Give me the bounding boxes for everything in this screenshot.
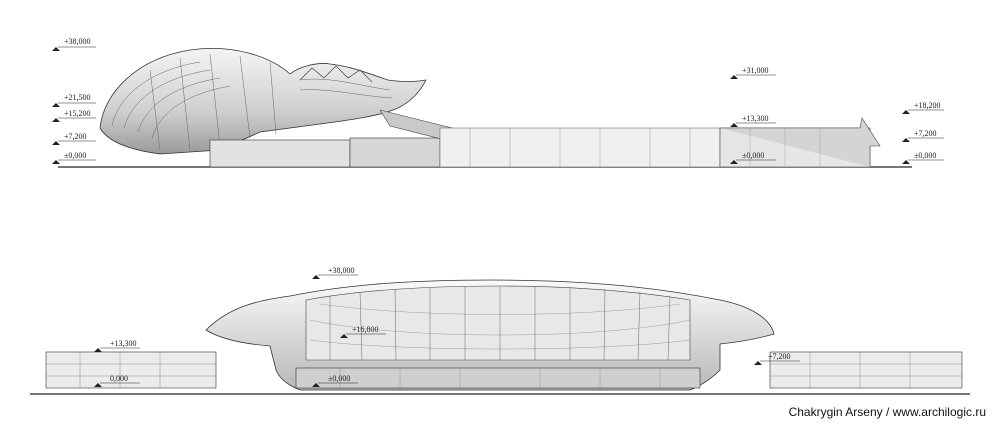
level-label: +13,300 [110,339,137,348]
level-label: +13,300 [742,114,769,123]
level-label: ±0,000 [914,151,936,160]
level-label: +7,200 [914,129,937,138]
level-label: +7,200 [768,352,791,361]
level-label: +7,200 [64,132,87,141]
level-label: +18,200 [914,101,941,110]
level-label: +16,800 [352,325,379,334]
level-label: +38,000 [328,266,355,275]
level-label: +31,000 [742,66,769,75]
level-label: ±0,000 [64,151,86,160]
level-label: +15,200 [64,109,91,118]
level-label: 0,000 [110,374,128,383]
section-1-drawing: +38,000 +21,500 +15,200 +7,200 ±0,000 +3… [52,37,944,168]
level-label: ±0,000 [742,151,764,160]
level-label: +21,500 [64,93,91,102]
author-credit: Chakrygin Arseny / www.archilogic.ru [788,405,986,419]
level-label: +38,000 [64,37,91,46]
level-label: ±0,000 [328,374,350,383]
section-2-drawing: +38,000 +16,800 ±0,000 +13,300 0,000 +7,… [30,266,970,395]
